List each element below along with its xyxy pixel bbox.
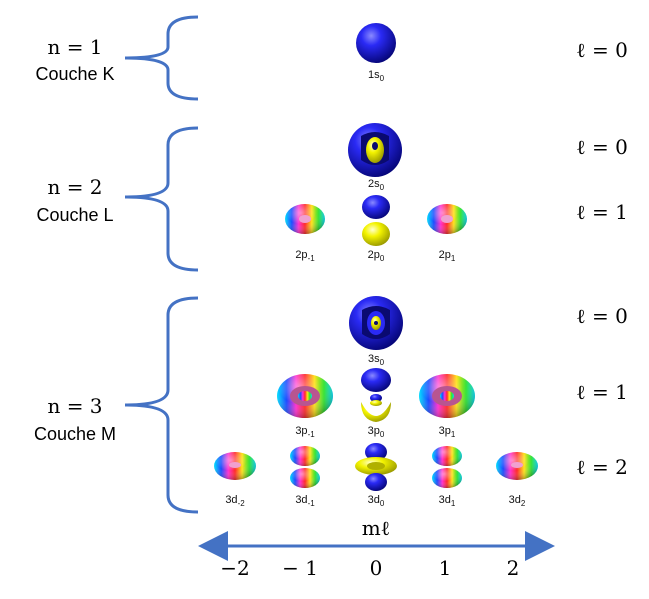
orbital-2p-1-shape <box>285 204 325 234</box>
ell-label-l-1: ℓ = 1 <box>576 200 628 224</box>
orbital-3d0-shape <box>355 443 397 491</box>
orbital-label-2p0: 2p0 <box>368 249 385 263</box>
shell-l-name: Couche L <box>36 205 113 225</box>
orbital-2s0-shape <box>348 123 402 177</box>
orbital-label-1s0: 1s0 <box>368 69 385 83</box>
orbital-3p0-shape <box>361 368 391 422</box>
orbital-label-3d-1: 3d-1 <box>295 494 315 508</box>
axis-tick-minus-2: −2 <box>220 556 249 580</box>
orbital-label-3s0: 3s0 <box>368 353 385 367</box>
braces <box>124 15 199 514</box>
orbital-2p1-shape <box>427 204 467 234</box>
ell-label-m-2: ℓ = 2 <box>576 455 628 479</box>
orbital-label-2s0: 2s0 <box>368 178 385 192</box>
orbital-3d-2-shape <box>214 452 256 480</box>
brace-shell-k <box>124 15 199 101</box>
axis-tick-0: 0 <box>370 556 383 580</box>
orbital-label-3d2: 3d2 <box>509 494 526 508</box>
orbital-label-2p1: 2p1 <box>439 249 456 263</box>
brace-shell-l <box>124 126 199 272</box>
brace-shell-m <box>124 296 199 514</box>
orbital-3s0-shape <box>349 296 403 350</box>
orbital-label-3d1: 3d1 <box>439 494 456 508</box>
orbital-3p1-shape <box>419 374 475 418</box>
axis-tick-2: 2 <box>507 556 520 580</box>
shell-k-n: n = 1 <box>47 35 102 59</box>
orbital-label-2p-1: 2p-1 <box>295 249 315 263</box>
axis-tick-1: 1 <box>439 556 452 580</box>
orbital-label-3p0: 3p0 <box>368 425 385 439</box>
ell-label-l-0: ℓ = 0 <box>576 135 628 159</box>
orbital-1s0-shape <box>356 23 396 63</box>
shell-m-n: n = 3 <box>47 394 102 418</box>
ell-label-m-1: ℓ = 1 <box>576 380 628 404</box>
orbital-3p-1-shape <box>277 374 333 418</box>
ell-label-m-0: ℓ = 0 <box>576 304 628 328</box>
shell-l-n: n = 2 <box>47 175 102 199</box>
axis-tick-minus-1: − 1 <box>282 556 318 580</box>
orbital-label-3p1: 3p1 <box>439 425 456 439</box>
orbital-3d-1-shape <box>290 446 320 488</box>
shell-m-name: Couche M <box>34 424 116 444</box>
orbital-3d2-shape <box>496 452 538 480</box>
orbital-label-3p-1: 3p-1 <box>295 425 315 439</box>
orbital-3d1-shape <box>432 446 462 488</box>
shell-k-name: Couche K <box>35 64 114 84</box>
orbital-2p0-shape <box>362 195 390 246</box>
axis-label-m-ell: mℓ <box>362 516 391 540</box>
orbital-label-3d-2: 3d-2 <box>225 494 245 508</box>
ell-label-k-0: ℓ = 0 <box>576 38 628 62</box>
orbital-label-3d0: 3d0 <box>368 494 385 508</box>
